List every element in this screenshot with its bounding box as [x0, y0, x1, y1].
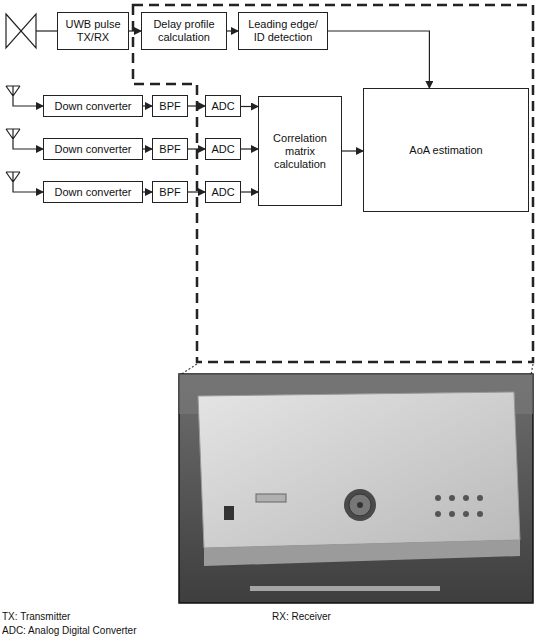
abbreviation-note: RX: Receiver: [272, 611, 331, 623]
box-label: UWB pulse TX/RX: [62, 18, 124, 44]
signal-arrow: [328, 31, 429, 88]
process-box: UWB pulse TX/RX: [57, 12, 129, 50]
dashed-region: [133, 5, 533, 362]
filter-box: BPF: [152, 181, 188, 203]
signal-arrow: [188, 191, 205, 192]
down-converter-box: Down converter: [43, 138, 143, 160]
down-converter-box: Down converter: [43, 95, 143, 117]
array-antenna-symbol: [6, 86, 43, 192]
filter-box: BPF: [152, 95, 188, 117]
box-label: BPF: [159, 100, 180, 113]
signal-arrow: [188, 148, 205, 149]
signal-arrow: [129, 30, 141, 31]
abbreviation-note: TX: Transmitter: [2, 611, 70, 623]
process-box: Leading edge/ ID detection: [238, 12, 328, 50]
down-converter-box: Down converter: [43, 181, 143, 203]
filter-box: BPF: [152, 138, 188, 160]
signal-arrow: [241, 106, 258, 107]
signal-arrow: [188, 105, 205, 106]
box-label: Delay profile calculation: [146, 18, 222, 44]
signal-arrow: [143, 105, 152, 106]
device-photo: [179, 374, 533, 603]
box-label: Down converter: [54, 143, 131, 156]
signal-arrow: [227, 30, 238, 31]
signal-arrow: [241, 148, 258, 149]
box-label: Correlation matrix calculation: [263, 132, 337, 171]
box-label: ADC: [211, 100, 234, 113]
signal-arrow: [143, 148, 152, 149]
adc-box: ADC: [205, 138, 241, 160]
box-label: AoA estimation: [409, 144, 482, 157]
box-label: ADC: [211, 186, 234, 199]
signal-arrow: [143, 191, 152, 192]
estimation-box: AoA estimation: [363, 88, 529, 212]
process-box: Delay profile calculation: [141, 12, 227, 50]
box-label: ADC: [211, 143, 234, 156]
signal-arrow: [342, 150, 363, 151]
abbreviation-note: ADC: Analog Digital Converter: [2, 625, 137, 637]
box-label: BPF: [159, 186, 180, 199]
box-label: Down converter: [54, 100, 131, 113]
process-box: Correlation matrix calculation: [258, 96, 342, 206]
signal-arrow: [241, 191, 258, 192]
adc-box: ADC: [205, 95, 241, 117]
box-label: Down converter: [54, 186, 131, 199]
adc-box: ADC: [205, 181, 241, 203]
uwb-antenna-symbol: [6, 14, 57, 48]
box-label: Leading edge/ ID detection: [243, 18, 323, 44]
box-label: BPF: [159, 143, 180, 156]
